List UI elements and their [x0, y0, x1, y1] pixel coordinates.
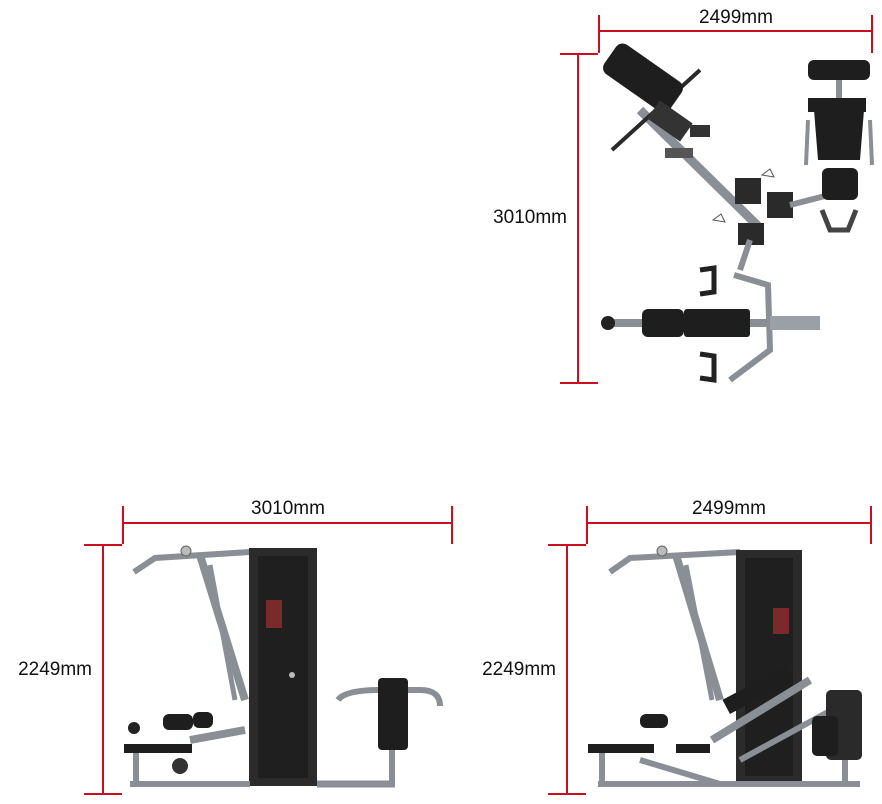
- side-view-height-label: 2249mm: [18, 659, 92, 680]
- side-view-height-dimension: 2249mm: [18, 544, 122, 795]
- side-view: 3010mm 2249mm: [18, 498, 453, 795]
- front-view-height-dimension: 2249mm: [482, 544, 586, 795]
- side-view-machine: [124, 545, 443, 788]
- top-view: 2499mm 3010mm: [493, 7, 874, 384]
- top-view-width-dimension: 2499mm: [598, 7, 873, 53]
- front-view-width-label: 2499mm: [692, 498, 766, 519]
- front-view-machine: [588, 545, 862, 787]
- top-view-depth-label: 3010mm: [493, 207, 567, 228]
- top-view-width-label: 2499mm: [699, 7, 773, 28]
- front-view-width-dimension: 2499mm: [586, 498, 872, 544]
- side-view-length-dimension: 3010mm: [122, 498, 453, 544]
- side-view-length-label: 3010mm: [251, 498, 325, 519]
- front-view: 2499mm 2249mm: [482, 498, 872, 795]
- front-view-height-label: 2249mm: [482, 659, 556, 680]
- top-view-machine: [601, 43, 874, 383]
- top-view-depth-dimension: 3010mm: [493, 53, 598, 384]
